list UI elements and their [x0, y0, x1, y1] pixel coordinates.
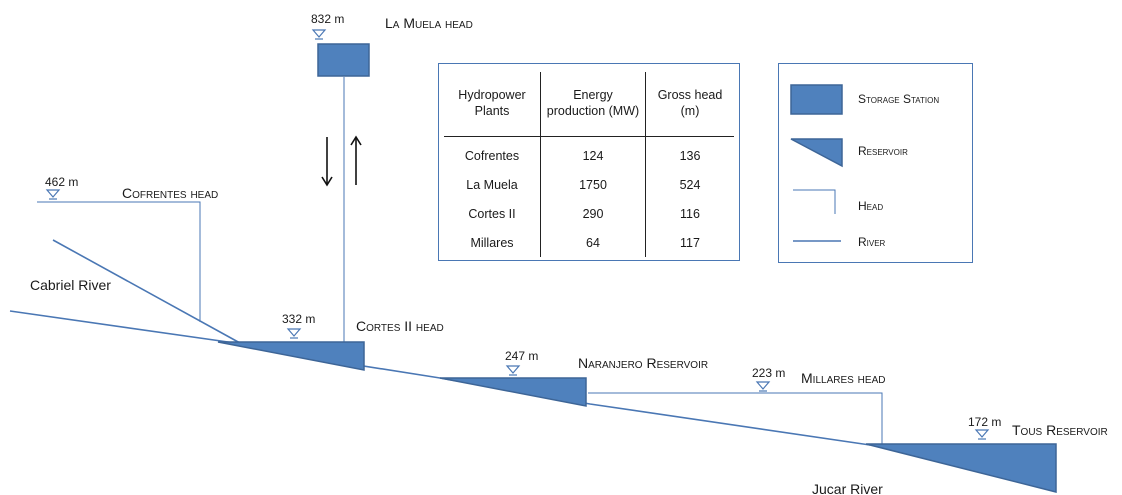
- turbine-down-arrow-icon: [321, 137, 333, 187]
- cortes-reservoir: [217, 341, 365, 371]
- water-level-icon: [755, 381, 771, 392]
- naranjero-elevation: 247 m: [505, 349, 538, 363]
- water-level-icon: [974, 429, 990, 440]
- millares-elevation: 223 m: [752, 366, 785, 380]
- legend-label-reservoir: Reservoir: [858, 144, 908, 158]
- cofrentes-head-label: Cofrentes head: [122, 185, 218, 201]
- table-cell: 124: [540, 136, 646, 170]
- table-row: Cortes II 290 116: [444, 199, 734, 228]
- pump-up-arrow-icon: [350, 135, 362, 185]
- hydropower-table-panel: Hydropower Plants Energy production (MW)…: [438, 63, 740, 261]
- column-header: Gross head (m): [645, 72, 734, 137]
- table-cell: 64: [540, 228, 646, 257]
- tous-reservoir: [865, 443, 1057, 493]
- tous-elevation: 172 m: [968, 415, 1001, 429]
- naranjero-reservoir: [439, 377, 587, 407]
- head-line-icon: [793, 189, 836, 214]
- cabriel-river-line: [52, 239, 241, 344]
- cofrentes-head-line: [37, 201, 201, 322]
- column-header: Hydropower Plants: [444, 72, 541, 137]
- table-cell: Cortes II: [468, 206, 516, 221]
- naranjero-reservoir-label: Naranjero Reservoir: [578, 355, 708, 371]
- la-muela-storage-station: [317, 43, 370, 77]
- legend-symbols: [790, 84, 843, 242]
- la-muela-head-label: La Muela head: [385, 15, 473, 31]
- jucar-river-line: [9, 310, 871, 446]
- legend-label-head: Head: [858, 199, 884, 213]
- table-cell: 290: [540, 199, 646, 228]
- table-cell: 136: [645, 136, 734, 170]
- legend-label-storage-station: Storage Station: [858, 92, 940, 106]
- water-level-icon: [505, 365, 521, 376]
- table-cell: Cofrentes: [464, 148, 520, 163]
- millares-head-label: Millares head: [801, 370, 885, 386]
- legend-label-river: River: [858, 235, 886, 249]
- water-level-icon: [286, 328, 302, 339]
- millares-head-line: [588, 392, 883, 445]
- cortes-head-label: Cortes II head: [356, 318, 444, 334]
- table-cell: 116: [645, 199, 734, 228]
- la-muela-elevation: 832 m: [311, 12, 344, 26]
- table-row: Millares 64 117: [444, 228, 734, 257]
- cabriel-river-label: Cabriel River: [30, 277, 111, 293]
- table-cell: Millares: [470, 235, 514, 250]
- cortes-elevation: 332 m: [282, 312, 315, 326]
- hydropower-table: Hydropower Plants Energy production (MW)…: [444, 72, 734, 257]
- table-row: La Muela 1750 524: [444, 170, 734, 199]
- water-level-icon: [45, 189, 61, 200]
- table-cell: La Muela: [466, 177, 518, 192]
- storage-station-icon: [790, 84, 843, 115]
- reservoir-icon: [790, 138, 843, 168]
- water-level-icon: [311, 29, 327, 40]
- table-cell: 524: [645, 170, 734, 199]
- table-cell: 1750: [540, 170, 646, 199]
- table-row: Cofrentes 124 136: [444, 136, 734, 170]
- tous-reservoir-label: Tous Reservoir: [1012, 422, 1108, 438]
- legend-panel: Storage Station Reservoir Head River: [778, 63, 973, 263]
- jucar-river-label: Jucar River: [812, 481, 883, 495]
- table-cell: 117: [645, 228, 734, 257]
- column-header: Energy production (MW): [540, 72, 646, 137]
- cofrentes-elevation: 462 m: [45, 175, 78, 189]
- table-header-row: Hydropower Plants Energy production (MW)…: [444, 72, 734, 137]
